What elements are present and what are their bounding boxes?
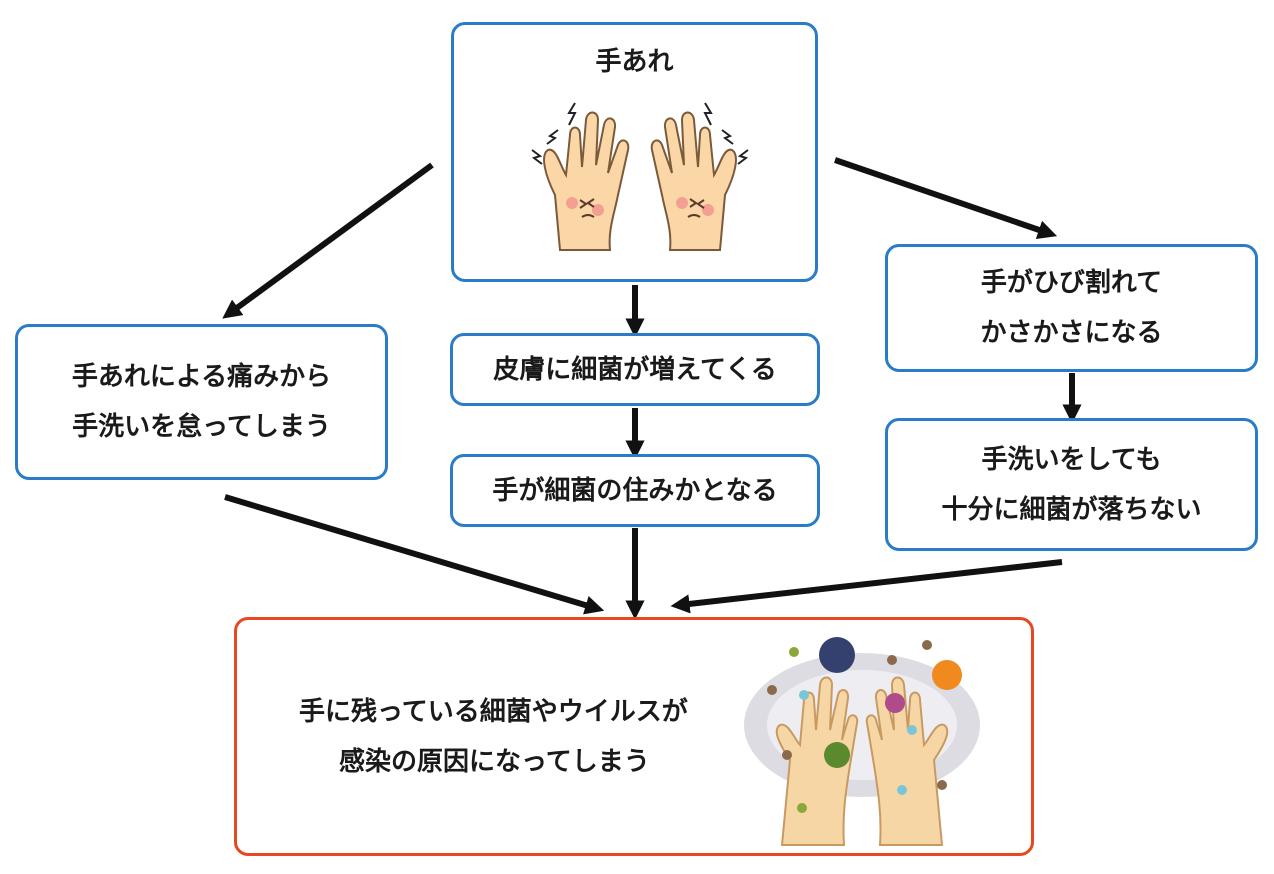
center-box-2-text: 手が細菌の住みかとなる bbox=[492, 475, 778, 506]
left-box-line-1: 手あれによる痛みから bbox=[71, 362, 332, 392]
left-box-line-2: 手洗いを怠ってしまう bbox=[72, 412, 331, 442]
right-box-2: 手洗いをしても 十分に細菌が落ちない bbox=[885, 418, 1258, 551]
right-box-1-line-2: かさかさになる bbox=[980, 318, 1163, 348]
right-box-1: 手がひび割れて かさかさになる bbox=[885, 244, 1258, 372]
top-box-title: 手あれ bbox=[595, 47, 674, 77]
top-box-hand-roughness: 手あれ bbox=[451, 22, 818, 282]
right-box-1-line-1: 手がひび割れて bbox=[980, 268, 1163, 298]
center-box-2: 手が細菌の住みかとなる bbox=[450, 454, 820, 527]
bottom-box-line-1: 手に残っている細菌やウイルスが bbox=[299, 696, 688, 727]
arrow-top-to-right bbox=[834, 157, 1058, 239]
left-box: 手あれによる痛みから 手洗いを怠ってしまう bbox=[15, 324, 388, 480]
rough-hands-icon bbox=[531, 102, 749, 251]
center-box-1-text: 皮膚に細菌が増えてくる bbox=[493, 354, 777, 385]
arrow-left-to-bottom bbox=[224, 494, 605, 615]
bottom-box-line-2: 感染の原因になってしまう bbox=[339, 746, 650, 777]
right-box-2-line-1: 手洗いをしても bbox=[981, 444, 1162, 475]
center-box-1: 皮膚に細菌が増えてくる bbox=[450, 333, 820, 406]
germs-on-hands-icon bbox=[744, 637, 980, 846]
arrow-top-to-left bbox=[222, 162, 434, 319]
right-box-2-line-2: 十分に細菌が落ちない bbox=[941, 494, 1202, 525]
arrow-right2-to-bottom bbox=[670, 559, 1063, 614]
